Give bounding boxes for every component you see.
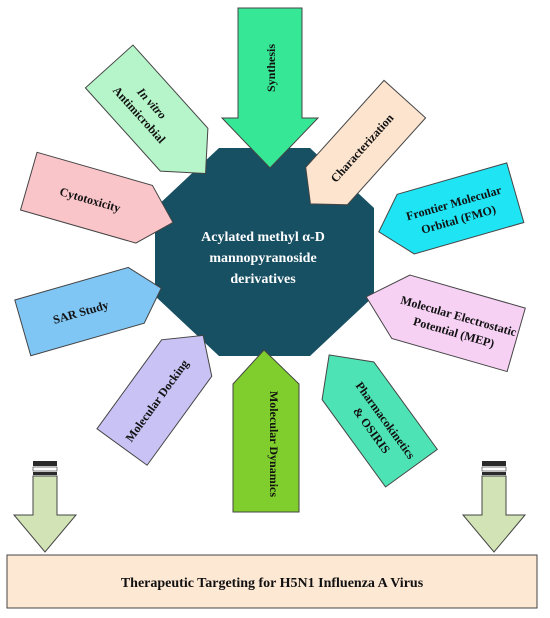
center-label-line-2: mannopyranoside bbox=[209, 251, 316, 266]
node-pharmacokinetics-arrow bbox=[321, 354, 439, 488]
therapeutic-targeting-box: Therapeutic Targeting for H5N1 Influenza… bbox=[6, 554, 538, 609]
node-molecular-dynamics-label: Molecular Dynamics bbox=[267, 391, 281, 497]
node-sar-study: SAR Study bbox=[14, 266, 162, 357]
right-arrow-stripe-3 bbox=[482, 472, 506, 475]
node-characterization: Characterization bbox=[305, 79, 427, 206]
node-cytotoxicity: Cytotoxicity bbox=[19, 151, 174, 244]
left-arrow-stripe-3 bbox=[33, 472, 57, 475]
node-pharmacokinetics: Pharmacokinetics & OSIRIS bbox=[321, 354, 439, 488]
left-arrow-stripe-1 bbox=[33, 461, 57, 466]
node-characterization-arrow bbox=[305, 79, 427, 206]
left-down-arrow bbox=[12, 461, 78, 553]
center-label-line-3: derivatives bbox=[230, 272, 296, 287]
node-cytotoxicity-arrow bbox=[19, 151, 174, 244]
right-arrow-stripe-1 bbox=[482, 461, 506, 466]
node-mep-arrow bbox=[365, 274, 526, 373]
bottom-box-label: Therapeutic Targeting for H5N1 Influenza… bbox=[121, 576, 424, 591]
center-label-line-1: Acylated methyl α-D bbox=[201, 230, 325, 245]
right-down-arrow bbox=[461, 461, 527, 553]
node-antimicrobial-arrow bbox=[84, 44, 209, 174]
node-synthesis-arrow bbox=[220, 7, 320, 169]
left-arrow-stripe-2 bbox=[32, 466, 58, 472]
node-sar-study-arrow bbox=[14, 266, 162, 357]
right-arrow-stripe-2 bbox=[481, 466, 507, 472]
node-fmo: Frontier Molecular Orbital (FMO) bbox=[378, 162, 525, 255]
left-arrow-body bbox=[12, 475, 78, 553]
node-molecular-dynamics: Molecular Dynamics bbox=[232, 349, 300, 513]
node-mep: Molecular Electrostatic Potential (MEP) bbox=[365, 274, 526, 373]
node-synthesis-label: Synthesis bbox=[264, 44, 278, 92]
node-synthesis: Synthesis bbox=[220, 7, 320, 169]
bottom-box-rect bbox=[6, 554, 538, 609]
right-arrow-body bbox=[461, 475, 527, 553]
node-fmo-arrow bbox=[378, 162, 525, 255]
node-molecular-docking-arrow bbox=[96, 334, 213, 466]
node-molecular-dynamics-arrow bbox=[232, 349, 300, 513]
